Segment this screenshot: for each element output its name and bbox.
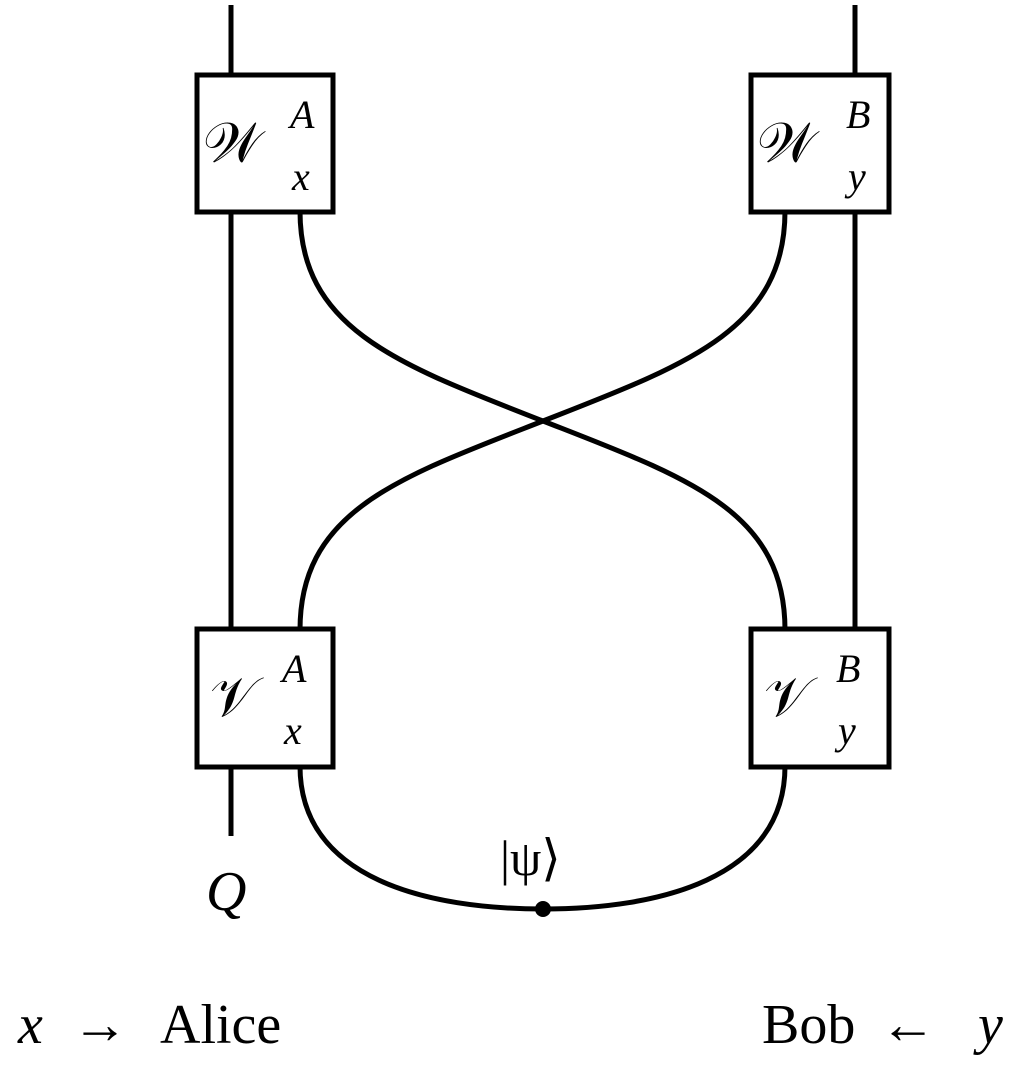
system-label-q: Q [206,861,246,923]
crossing-wire-bob-to-alice [297,210,788,631]
box-w-bob-superscript: B [846,92,870,137]
alice-arrow: → [72,994,128,1056]
state-dot [535,901,551,917]
bob-input-y: y [973,994,1003,1056]
box-v-alice: 𝒱 A x [194,626,336,770]
box-v-alice-symbol: 𝒱 [210,665,264,730]
box-w-bob-subscript: y [844,154,866,199]
box-w-alice: 𝒲 A x [194,72,336,215]
box-w-alice-subscript: x [291,154,310,199]
bob-label: Bob ← y [762,994,1003,1056]
box-v-bob: 𝒱 B y [748,626,892,770]
alice-label: x → Alice [17,994,281,1056]
state-label-psi: |ψ⟩ [500,830,561,886]
box-v-bob-subscript: y [834,708,856,753]
box-w-bob-symbol: 𝒲 [757,111,820,176]
box-v-alice-superscript: A [279,646,307,691]
bob-name: Bob [762,994,855,1056]
box-w-alice-symbol: 𝒲 [203,111,266,176]
box-w-bob: 𝒲 B y [748,72,892,215]
bob-arrow: ← [880,994,936,1056]
box-v-alice-subscript: x [283,708,302,753]
box-v-bob-symbol: 𝒱 [764,665,818,730]
alice-input-x: x [17,994,43,1056]
box-v-bob-superscript: B [836,646,860,691]
box-w-alice-superscript: A [287,92,315,137]
alice-name: Alice [160,994,281,1056]
